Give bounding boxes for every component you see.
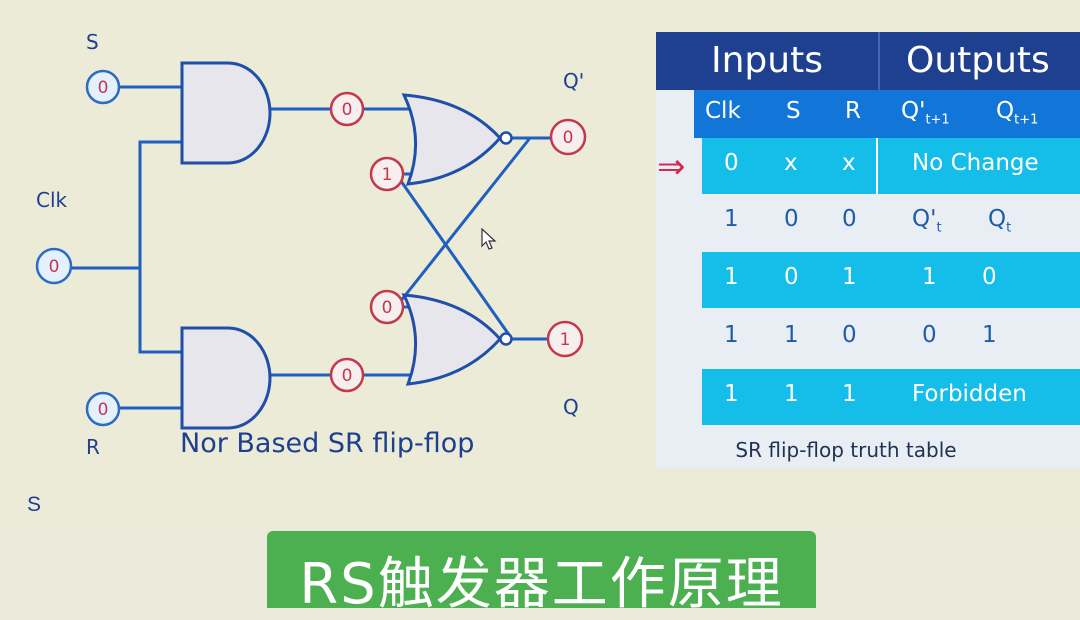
col-clk: Clk bbox=[705, 98, 741, 124]
nor-top-inversion-bubble bbox=[499, 131, 513, 145]
circuit-caption: Nor Based SR flip-flop bbox=[180, 428, 475, 459]
nor-bottom-inversion-bubble bbox=[499, 332, 513, 346]
header-divider bbox=[878, 32, 880, 90]
table-row: 1 1 1 Forbidden bbox=[702, 369, 1080, 425]
node-and-bottom-out: 0 bbox=[329, 357, 365, 393]
node-r-input[interactable]: 0 bbox=[85, 391, 121, 427]
label-r: R bbox=[86, 435, 100, 459]
title-banner: RS触发器工作原理 bbox=[267, 531, 816, 617]
col-r: R bbox=[845, 98, 861, 124]
wire-cross-qprime-to-bottom bbox=[394, 137, 532, 308]
and-gate-bottom bbox=[180, 326, 272, 430]
table-row: 1 1 0 0 1 bbox=[724, 322, 997, 348]
and-gate-top bbox=[180, 61, 272, 165]
table-row: 1 0 1 1 0 bbox=[702, 252, 1080, 308]
label-s: S bbox=[86, 30, 99, 54]
wires bbox=[70, 85, 552, 410]
nor-gate-bottom bbox=[401, 293, 503, 386]
header-inputs: Inputs bbox=[711, 40, 823, 81]
svg-text:0: 0 bbox=[98, 78, 109, 98]
node-q-output: 1 bbox=[546, 320, 584, 358]
col-q-next: Qt+1 bbox=[996, 98, 1039, 128]
mouse-cursor-icon bbox=[481, 228, 497, 250]
node-q-prime-output: 0 bbox=[549, 118, 587, 156]
table-header: Inputs Outputs bbox=[656, 32, 1080, 90]
column-header-row: Clk S R Q't+1 Qt+1 bbox=[694, 90, 1080, 138]
row-divider bbox=[876, 138, 878, 194]
slide-area: 0 0 0 0 0 1 0 0 bbox=[27, 30, 1080, 516]
svg-text:1: 1 bbox=[560, 330, 571, 350]
truth-table: Inputs Outputs Clk S R Q't+1 Qt+1 0 x x … bbox=[656, 32, 1080, 468]
col-q-prime-next: Q't+1 bbox=[901, 98, 950, 128]
svg-text:1: 1 bbox=[382, 165, 393, 185]
svg-text:0: 0 bbox=[49, 257, 60, 277]
node-s-input[interactable]: 0 bbox=[85, 69, 121, 105]
table-row: 1 0 0 Q't Qt bbox=[724, 206, 1012, 236]
stray-label-s: S bbox=[27, 493, 42, 516]
header-outputs: Outputs bbox=[906, 40, 1050, 81]
node-clk-input[interactable]: 0 bbox=[35, 247, 73, 285]
circuit-diagram: 0 0 0 0 0 1 0 0 bbox=[35, 61, 587, 430]
svg-text:0: 0 bbox=[563, 128, 574, 148]
node-nor-top-feedback: 1 bbox=[369, 156, 405, 192]
svg-text:0: 0 bbox=[342, 366, 353, 386]
svg-text:0: 0 bbox=[382, 298, 393, 318]
node-nor-bottom-feedback: 0 bbox=[369, 289, 405, 325]
col-s: S bbox=[786, 98, 801, 124]
nor-gate-top bbox=[401, 93, 503, 186]
label-q-prime: Q' bbox=[563, 69, 585, 93]
label-clk: Clk bbox=[36, 188, 68, 212]
node-and-top-out: 0 bbox=[329, 91, 365, 127]
table-row: 0 x x No Change bbox=[702, 138, 1080, 194]
wire-clk-bus bbox=[138, 140, 182, 354]
svg-text:0: 0 bbox=[342, 100, 353, 120]
label-q: Q bbox=[563, 395, 579, 419]
wire-cross-q-to-top bbox=[394, 173, 514, 340]
truth-table-caption: SR flip-flop truth table bbox=[735, 438, 957, 462]
svg-text:0: 0 bbox=[98, 400, 109, 420]
current-row-arrow-icon: ⇒ bbox=[657, 147, 686, 187]
banner-title: RS触发器工作原理 bbox=[299, 552, 784, 617]
